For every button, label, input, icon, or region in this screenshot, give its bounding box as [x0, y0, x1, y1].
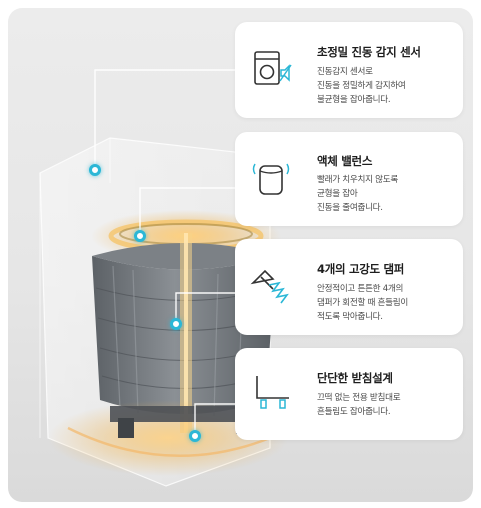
sensor-marker: [89, 164, 101, 176]
feature-title: 초정밀 진동 감지 센서: [317, 45, 421, 59]
feature-card-sensor: 초정밀 진동 감지 센서 진동감지 센서로 진동을 정밀하게 감지하여 불균형을…: [235, 22, 463, 118]
feature-title: 4개의 고강도 댐퍼: [317, 262, 405, 276]
support-marker: [189, 430, 201, 442]
feature-title: 단단한 받침설계: [317, 371, 393, 385]
washing-machine-illustration: [39, 69, 288, 487]
feature-panel: 초정밀 진동 감지 센서 진동감지 센서로 진동을 정밀하게 감지하여 불균형을…: [8, 8, 473, 502]
feature-card-support: 단단한 받침설계 끄떡 없는 전용 받침대로 흔들림도 잡아줍니다.: [235, 348, 463, 440]
feature-description: 빨래가 치우치지 않도록 균형을 잡아 진동을 줄여줍니다.: [317, 175, 398, 213]
feature-description: 끄떡 없는 전용 받침대로 흔들림도 잡아줍니다.: [317, 393, 401, 417]
feature-card-damper: 4개의 고강도 댐퍼 안정적이고 튼튼한 4개의 댐퍼가 회전할 때 흔들림이 …: [235, 239, 463, 335]
support-leg-icon: [256, 376, 289, 409]
feature-title: 액체 밸런스: [317, 154, 373, 168]
washer-sensor-icon: [254, 51, 292, 85]
balance-marker: [134, 230, 146, 242]
feature-description: 안정적이고 튼튼한 4개의 댐퍼가 회전할 때 흔들림이 적도록 막아줍니다.: [317, 284, 408, 322]
liquid-balancer-icon: [252, 163, 290, 195]
feature-card-liquid-balance: 액체 밸런스 빨래가 치우치지 않도록 균형을 잡아 진동을 줄여줍니다.: [235, 132, 463, 226]
feature-description: 진동감지 센서로 진동을 정밀하게 감지하여 불균형을 잡아줍니다.: [317, 67, 406, 105]
damper-marker: [170, 318, 182, 330]
spring-damper-icon: [250, 269, 289, 304]
